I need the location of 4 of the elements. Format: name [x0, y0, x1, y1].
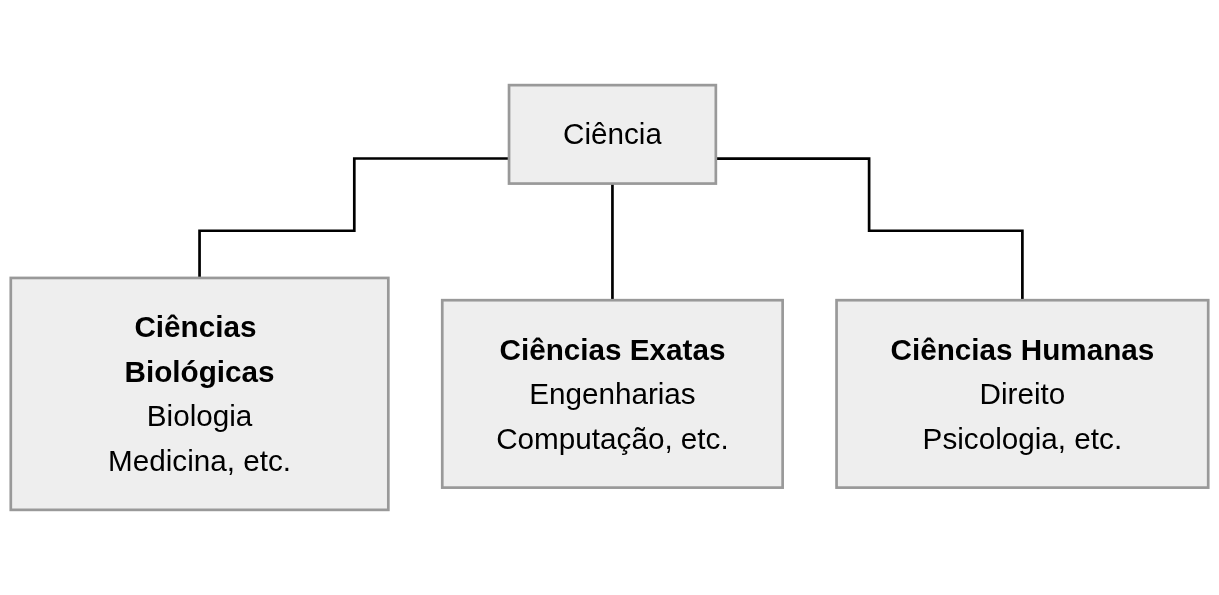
node-box: Ciência	[507, 83, 718, 185]
node-box: Ciências Biológicas Biologia Medicina, etc.	[9, 276, 390, 512]
node-box: Ciências Exatas Engenharias Computação, etc.	[440, 298, 784, 489]
node-box: Ciências Humanas Direito Psicologia, etc.	[835, 298, 1210, 489]
